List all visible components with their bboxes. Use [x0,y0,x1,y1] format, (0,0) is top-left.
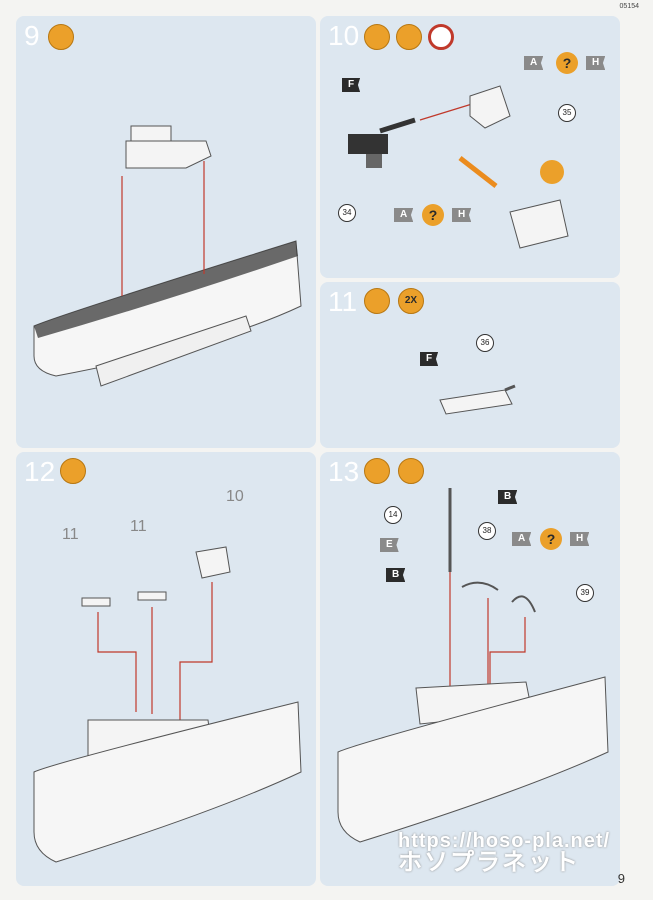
flag-b: B [498,490,518,504]
flag-a: A [524,56,544,70]
flag-e: E [380,538,399,552]
paint-icon [364,24,390,50]
flag-b: B [386,568,406,582]
step-9-illustration [33,125,302,387]
question-mark: ? [556,52,578,74]
step-number: 12 [24,456,56,487]
callout-35: 35 [558,104,576,122]
callout-38: 38 [478,522,496,540]
part-label-10: 10 [226,488,244,505]
step-10-panel: 10 F A ? H 35 34 A ? H [320,16,620,278]
glue-icon [396,24,422,50]
watermark-name: ホソプラネット [398,849,580,876]
step-9-panel: 9 [16,16,316,448]
question-mark: ? [540,528,562,550]
callout-14: 14 [384,506,402,524]
step-number: 9 [24,20,40,51]
question-mark: ? [422,204,444,226]
page-code: 05154 [619,3,639,10]
flag-a: A [394,208,414,222]
paint-icon [48,24,74,50]
callout-36: 36 [476,334,494,352]
callout-39: 39 [576,584,594,602]
flag-f: F [342,78,361,92]
step-11-panel: 11 2X F 36 [320,282,620,448]
flag-f: F [420,352,439,366]
watermark: https://hoso-pla.net/ ホソプラネット [398,830,611,876]
step-11-illustration [439,384,516,415]
paint-icon [364,288,390,314]
callout-34: 34 [338,204,356,222]
step-12-panel: 12 11 11 10 [16,452,316,886]
paint-icon [60,458,86,484]
clock-icon [428,24,454,50]
step-13-illustration [337,488,609,843]
step-13-panel: 13 B 14 E 38 A ? H B 39 [320,452,620,886]
flag-h: H [586,56,606,70]
part-label-11: 11 [62,526,79,543]
flag-h: H [452,208,472,222]
flag-h: H [570,532,590,546]
watermark-url: https://hoso-pla.net/ [398,830,611,852]
step-10-illustration [348,85,569,249]
step-12-illustration [33,546,302,863]
paint-icon [364,458,390,484]
step-number: 11 [328,286,358,317]
2x-icon: 2X [398,288,424,314]
glue-icon [398,458,424,484]
flag-a: A [512,532,532,546]
step-number: 13 [328,456,360,487]
part-label-11: 11 [130,518,147,535]
page-number: 9 [617,871,625,886]
step-number: 10 [328,20,360,51]
